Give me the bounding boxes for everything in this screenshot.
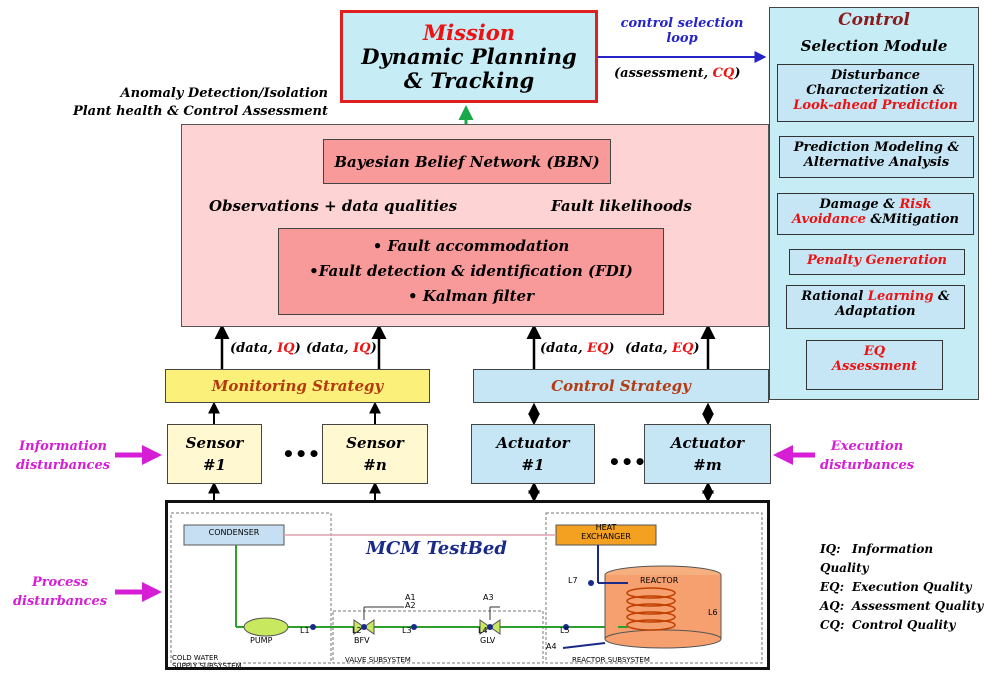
sensor-1-box: Sensor #1 [167, 424, 262, 484]
sensor-ellipsis: ••• [282, 442, 321, 466]
pump-shape [243, 617, 289, 637]
fdi-line-1: • Fault accommodation [372, 237, 570, 255]
level-l2: L2 [352, 626, 362, 635]
fdi-line-3: • Kalman filter [408, 287, 534, 305]
reactor-label: REACTOR [640, 576, 679, 585]
mission-box: Mission Dynamic Planning & Tracking [340, 10, 598, 103]
csm-item-penalty: Penalty Generation [789, 249, 965, 275]
proc-disturbance-label: Process disturbances [12, 575, 108, 609]
anomaly-label-2: Plant health & Control Assessment [72, 104, 328, 119]
mission-title: Mission [422, 19, 516, 45]
subsystem-reactor-label: REACTOR SUBSYSTEM [572, 656, 650, 664]
bfv-label: BFV [354, 636, 370, 645]
level-l3: L3 [402, 626, 412, 635]
mission-line1: Dynamic Planning [361, 43, 577, 69]
mcm-testbed [165, 500, 770, 670]
actuator-a3: A3 [483, 593, 494, 602]
legend: IQ:Information Quality EQ:Execution Qual… [820, 540, 984, 635]
assessment-label: (assessment, CQ) [614, 66, 741, 81]
actuator-a4: A4 [546, 642, 557, 651]
testbed-schematic [170, 512, 763, 664]
monitoring-strategy-box: Monitoring Strategy [165, 369, 430, 403]
data-eq-label-2: (data, EQ) [625, 341, 700, 356]
mission-line2: & Tracking [403, 67, 535, 93]
loop-label-1: control selection [620, 16, 744, 31]
heat-exchanger-label: HEAT EXCHANGER [581, 523, 631, 541]
data-iq-label-1: (data, IQ) [230, 341, 301, 356]
csm-item-prediction: Prediction Modeling & Alternative Analys… [779, 136, 974, 178]
actuator-a2: A2 [405, 601, 416, 610]
exec-disturbance-label: Execution disturbances [819, 439, 915, 473]
subsystem-cold-label: COLD WATER SUPPLY SUBSYSTEM [172, 654, 242, 670]
csm-item-eq: EQ Assessment [806, 340, 943, 390]
legend-iq: IQ:Information Quality [820, 542, 934, 575]
level-l6: L6 [708, 608, 718, 617]
fault-likelihoods-label: Fault likelihoods [551, 197, 692, 215]
actuator-m-box: Actuator #m [644, 424, 771, 484]
anomaly-label-1: Anomaly Detection/Isolation [120, 86, 328, 101]
csm-item-damage: Damage & Risk Avoidance &Mitigation [777, 193, 974, 235]
actuator-1-box: Actuator #1 [471, 424, 595, 484]
glv-label: GLV [480, 636, 496, 645]
legend-aq: AQ:Assessment Quality [820, 599, 984, 613]
observations-label: Observations + data qualities [209, 197, 458, 215]
sensor-n-box: Sensor #n [322, 424, 428, 484]
level-l7: L7 [568, 576, 578, 585]
monitoring-strategy-label: Monitoring Strategy [211, 377, 384, 395]
level-l4: L4 [478, 626, 488, 635]
reactor-tank [605, 575, 721, 639]
level-l5: L5 [560, 626, 570, 635]
legend-eq: EQ:Execution Quality [820, 580, 972, 594]
actuator-ellipsis: ••• [608, 450, 647, 474]
subsystem-valve-label: VALVE SUBSYSTEM [345, 656, 411, 664]
csm-subtitle: Selection Module [800, 37, 948, 55]
fdi-box: • Fault accommodation •Fault detection &… [278, 228, 664, 315]
level-l1: L1 [300, 626, 310, 635]
testbed-title: MCM TestBed [366, 538, 507, 559]
csm-item-disturbance: Disturbance Characterization & Look-ahea… [777, 64, 974, 122]
bbn-box: Bayesian Belief Network (BBN) [323, 139, 611, 184]
csm-item-learning: Rational Learning & Adaptation [786, 285, 965, 329]
control-strategy-box: Control Strategy [473, 369, 769, 403]
loop-label-2: loop [666, 31, 698, 46]
actuator-a1: A1 [405, 593, 416, 602]
fdi-line-2: •Fault detection & identification (FDI) [309, 262, 633, 280]
condenser-label: CONDENSER [208, 528, 260, 537]
control-strategy-label: Control Strategy [551, 377, 691, 395]
csm-title: Control [838, 10, 910, 30]
data-eq-label-1: (data, EQ) [540, 341, 615, 356]
pump-label: PUMP [250, 636, 273, 645]
info-disturbance-label: Information disturbances [15, 439, 111, 473]
data-iq-label-2: (data, IQ) [306, 341, 377, 356]
legend-cq: CQ:Control Quality [820, 618, 956, 632]
bbn-label: Bayesian Belief Network (BBN) [334, 152, 600, 171]
